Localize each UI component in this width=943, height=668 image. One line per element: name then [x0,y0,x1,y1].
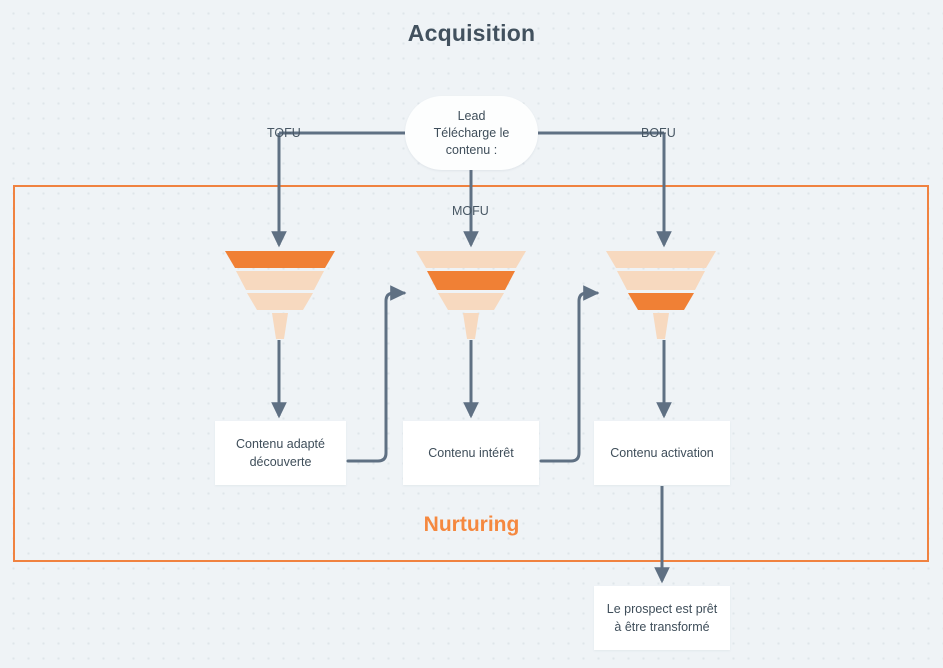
funnel-icon-tofu [225,251,335,339]
funnel-band-1 [225,251,335,268]
funnel-band-1 [606,251,716,268]
funnel-spout [272,313,288,339]
funnel-band-2 [617,271,705,290]
page-title: Acquisition [407,20,536,46]
funnel-icon-bofu [606,251,716,339]
funnel-spout [653,313,669,339]
box-contenu-activation[interactable]: Contenu activation [594,421,730,485]
funnel-band-2 [236,271,324,290]
funnel-band-3 [628,293,694,310]
nurturing-zone-label: Nurturing [423,513,520,536]
stage-label-mofu: MOFU [452,204,489,218]
stage-label-tofu: TOFU [267,126,301,140]
funnel-spout [463,313,479,339]
box-prospect-pret[interactable]: Le prospect est prêt à être transformé [594,586,730,650]
stage-label-bofu: BOFU [641,126,676,140]
funnel-icon-mofu [416,251,526,339]
funnel-band-2 [427,271,515,290]
box-contenu-adapte-decouverte[interactable]: Contenu adapté découverte [215,421,346,485]
funnel-band-1 [416,251,526,268]
funnel-band-3 [247,293,313,310]
nurturing-zone-border [13,185,929,562]
funnel-band-3 [438,293,504,310]
box-contenu-interet[interactable]: Contenu intérêt [403,421,539,485]
lead-bubble[interactable]: Lead Télécharge le contenu : [405,96,538,170]
lead-bubble-text: Lead Télécharge le contenu : [433,108,510,157]
